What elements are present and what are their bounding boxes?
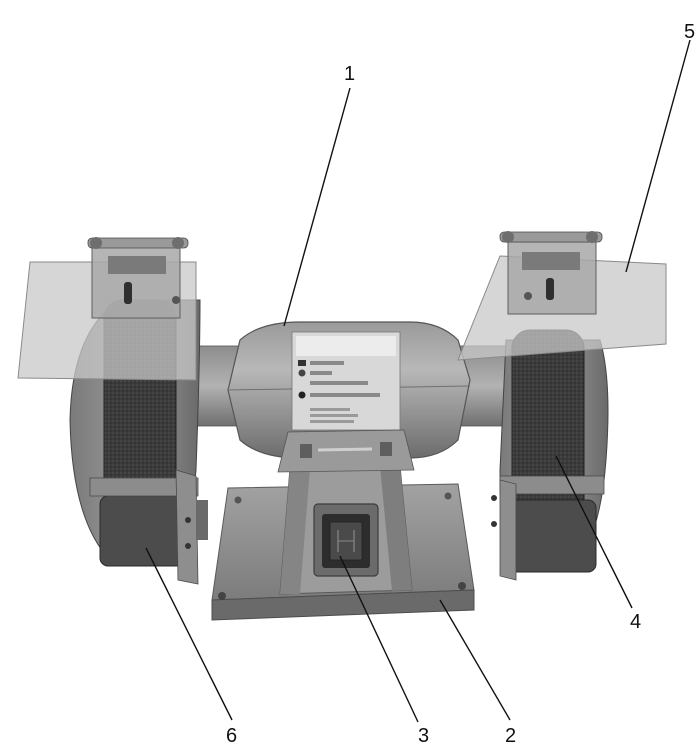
leader-line-6 (145, 547, 233, 721)
leader-line-3 (339, 555, 419, 723)
left-eye-shield (17, 237, 197, 381)
callout-4: 4 (630, 611, 641, 633)
leader-line-2 (439, 599, 511, 721)
right-wheel-assembly (491, 329, 609, 581)
callout-1: 1 (344, 63, 355, 85)
callout-5: 5 (684, 21, 695, 43)
callout-3: 3 (418, 725, 429, 744)
mount-bracket (277, 429, 415, 473)
callout-6: 6 (226, 725, 237, 744)
rating-plate-lines (298, 360, 380, 423)
leader-line-5 (625, 39, 691, 273)
leader-line-1 (283, 87, 351, 327)
leader-line-4 (555, 455, 633, 609)
callout-2: 2 (505, 725, 516, 744)
right-eye-shield (457, 231, 667, 361)
motor-housing (227, 321, 471, 473)
callout-numbers: 1 2 3 4 5 6 (226, 21, 695, 744)
power-switch (313, 503, 379, 577)
leader-lines (145, 39, 691, 723)
